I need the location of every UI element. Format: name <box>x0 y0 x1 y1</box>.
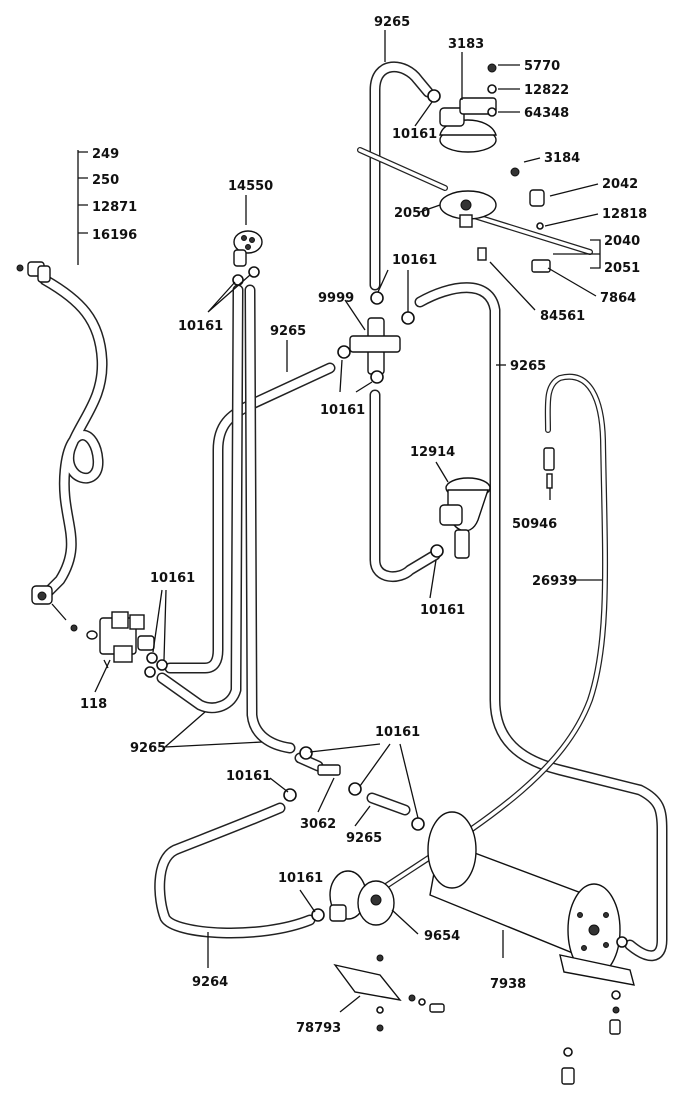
clamp-ring <box>370 291 384 305</box>
label-12914: 12914 <box>410 445 455 460</box>
inlet-fitting-top <box>16 261 51 283</box>
hoses <box>39 61 668 962</box>
coupler-3062 <box>317 764 341 776</box>
vent-assembly-3183 <box>427 63 497 153</box>
clamp-ring <box>299 746 313 760</box>
leader-lines <box>77 30 602 1013</box>
label-118: 118 <box>80 697 107 712</box>
label-10161: 10161 <box>226 769 271 784</box>
clamp-ring <box>156 659 168 671</box>
cross-fitting-9999 <box>349 317 401 375</box>
label-9265: 9265 <box>374 15 410 30</box>
clamp-ring <box>146 652 158 664</box>
label-7938: 7938 <box>490 977 526 992</box>
drain-pump-9654 <box>329 870 395 926</box>
hose-top-loop <box>369 61 434 291</box>
label-3183: 3183 <box>448 37 484 52</box>
label-9265: 9265 <box>510 359 546 374</box>
clamp-ring <box>337 345 351 359</box>
fitting-50946 <box>543 447 555 489</box>
clamp-ring <box>411 817 425 831</box>
label-16196: 16196 <box>92 228 137 243</box>
label-10161: 10161 <box>375 725 420 740</box>
label-26939: 26939 <box>532 574 577 589</box>
label-10161: 10161 <box>320 403 365 418</box>
label-9264: 9264 <box>192 975 228 990</box>
label-10161: 10161 <box>392 253 437 268</box>
clamp-ring <box>248 266 260 278</box>
clamp-ring <box>144 666 156 678</box>
label-84561: 84561 <box>540 309 585 324</box>
hose-short-pieces <box>294 752 411 816</box>
label-2050: 2050 <box>394 206 430 221</box>
label-14550: 14550 <box>228 179 273 194</box>
bottom-hardware <box>561 990 621 1085</box>
hose-valve-lower <box>156 284 244 714</box>
label-78793: 78793 <box>296 1021 341 1036</box>
label-3062: 3062 <box>300 817 336 832</box>
label-10161: 10161 <box>278 871 323 886</box>
label-9654: 9654 <box>424 929 460 944</box>
label-12871: 12871 <box>92 200 137 215</box>
spray-manifold-2050 <box>357 147 593 273</box>
heater-tank-7938 <box>427 811 635 986</box>
label-12822: 12822 <box>524 83 569 98</box>
label-2040: 2040 <box>604 234 640 249</box>
parts <box>16 63 635 1085</box>
clamp-ring <box>348 782 362 796</box>
label-9999: 9999 <box>318 291 354 306</box>
clamp-ring <box>401 311 415 325</box>
label-249: 249 <box>92 147 119 162</box>
label-5770: 5770 <box>524 59 560 74</box>
label-10161: 10161 <box>150 571 195 586</box>
label-2042: 2042 <box>602 177 638 192</box>
label-12818: 12818 <box>602 207 647 222</box>
label-3184: 3184 <box>544 151 580 166</box>
label-9265: 9265 <box>346 831 382 846</box>
water-valve <box>70 611 155 669</box>
label-9265: 9265 <box>130 741 166 756</box>
label-50946: 50946 <box>512 517 557 532</box>
pump-housing-12914 <box>430 477 491 559</box>
hose-14550-down <box>244 284 296 754</box>
hose-cross-to-12914 <box>369 389 441 582</box>
bracket-78793 <box>333 954 445 1032</box>
inlet-fitting-bottom <box>31 585 67 621</box>
label-250: 250 <box>92 173 119 188</box>
label-2051: 2051 <box>604 261 640 276</box>
label-7864: 7864 <box>600 291 636 306</box>
inlet-hose <box>39 274 108 601</box>
label-64348: 64348 <box>524 106 569 121</box>
label-10161: 10161 <box>420 603 465 618</box>
label-9265: 9265 <box>270 324 306 339</box>
hose-bottom-9264 <box>154 802 316 939</box>
clamp-ring <box>370 370 384 384</box>
nozzle-14550 <box>233 230 263 267</box>
label-10161: 10161 <box>392 127 437 142</box>
label-10161: 10161 <box>178 319 223 334</box>
thin-tube <box>377 373 609 893</box>
part-labels: 9265 3183 5770 12822 64348 10161 3184 20… <box>80 15 647 1036</box>
